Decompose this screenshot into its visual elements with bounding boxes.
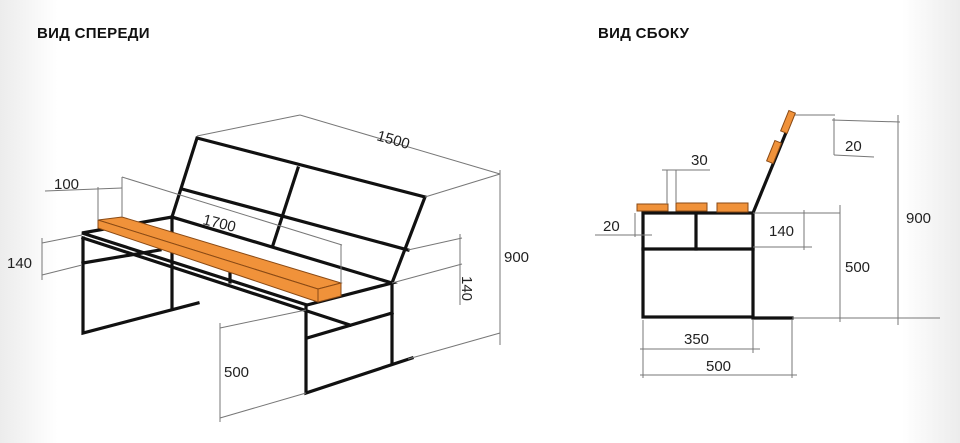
side-view-title: ВИД СБОКУ: [598, 25, 690, 42]
dim-140-right: 140: [458, 276, 475, 301]
dim-140-side: 140: [769, 223, 794, 240]
side-view-slats: [636, 109, 797, 213]
dim-20-back: 20: [845, 138, 862, 155]
seat-board: [97, 216, 343, 303]
dim-140-left: 140: [7, 255, 32, 272]
dim-350: 350: [684, 331, 709, 348]
dim-900-side: 900: [906, 210, 931, 227]
dim-30: 30: [691, 152, 708, 169]
dim-100: 100: [54, 176, 79, 193]
front-view-dimension-lines: [41, 114, 501, 422]
side-view-dimension-lines: [595, 114, 940, 378]
dim-500-base: 500: [706, 358, 731, 375]
dim-1500: 1500: [375, 128, 412, 154]
dim-900-front: 900: [504, 249, 529, 266]
dim-1700: 1700: [201, 211, 237, 236]
front-view-title: ВИД СПЕРЕДИ: [37, 25, 150, 42]
dim-500-front: 500: [224, 364, 249, 381]
front-view-bench-frame: [80, 136, 428, 396]
dim-500-side: 500: [845, 259, 870, 276]
side-view-bench-frame: [641, 115, 795, 320]
dim-20-seat: 20: [603, 218, 620, 235]
